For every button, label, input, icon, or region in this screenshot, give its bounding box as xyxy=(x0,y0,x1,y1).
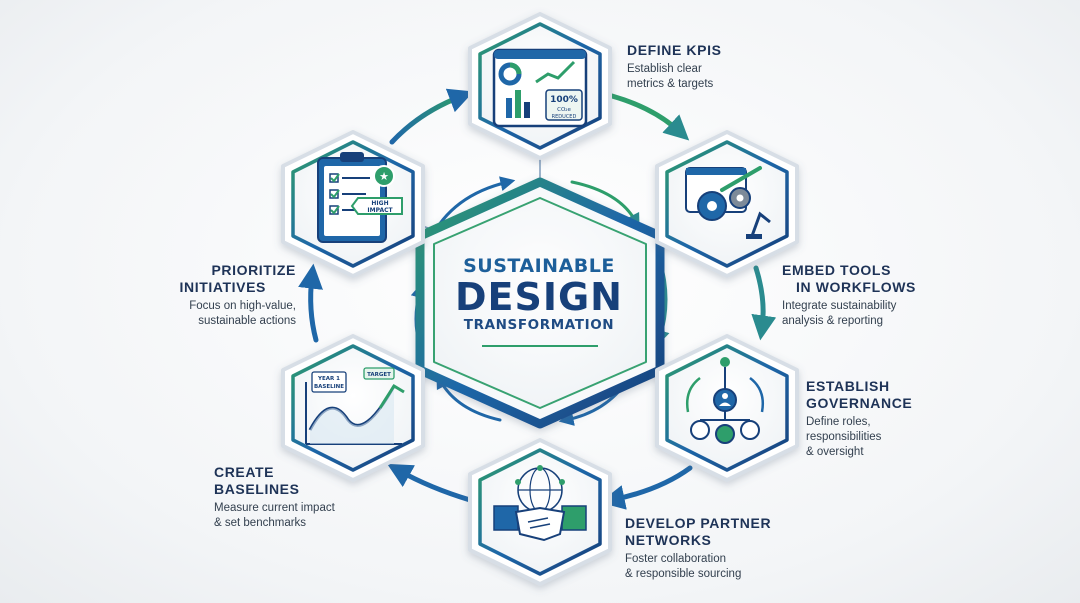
kpi-icon-reduced: REDUCED xyxy=(552,114,577,120)
step-desc: Measure current impact & set benchmarks xyxy=(214,502,335,529)
hub-title-line1: SUSTAINABLE xyxy=(463,255,615,277)
hub-title: SUSTAINABLE DESIGN TRANSFORMATION xyxy=(435,255,643,333)
svg-text:★: ★ xyxy=(379,170,389,183)
step-title-line2: BASELINES xyxy=(214,481,300,497)
handshake-network-icon xyxy=(493,465,587,542)
kpi-dashboard-icon: 100% CO₂e REDUCED xyxy=(492,48,588,128)
step-title-line2: GOVERNANCE xyxy=(806,395,913,411)
baseline-icon-year: YEAR 1 xyxy=(317,376,340,382)
baseline-icon-target: TARGET xyxy=(367,372,391,378)
step-title-line1: DEVELOP PARTNER xyxy=(625,515,772,531)
baseline-chart-icon: YEAR 1 BASELINE TARGET xyxy=(305,367,405,445)
hub-title-line3: TRANSFORMATION xyxy=(463,317,615,333)
baseline-icon-baseline: BASELINE xyxy=(314,384,344,390)
label-develop-partner-networks: DEVELOP PARTNER NETWORKS Foster collabor… xyxy=(625,515,771,582)
central-hub xyxy=(415,177,665,429)
step-title: DEFINE KPIs xyxy=(627,42,722,58)
priority-icon-high: HIGH xyxy=(371,200,388,207)
label-prioritize-initiatives: PRIORITIZE INITIATIVES Focus on high-val… xyxy=(150,262,296,329)
arrow-prioritize-to-kpis xyxy=(389,88,474,145)
org-chart-icon xyxy=(686,357,764,444)
step-desc: Establish clear metrics & targets xyxy=(627,63,714,90)
step-title-line1: EMBED TOOLS xyxy=(782,262,892,278)
gears-workflow-icon xyxy=(685,166,771,239)
step-title-line1: ESTABLISH xyxy=(806,378,890,394)
hex-create-baselines[interactable] xyxy=(281,334,425,482)
hub-title-line2: DESIGN xyxy=(454,275,623,319)
priority-icon-impact: IMPACT xyxy=(367,207,393,214)
step-desc: Foster collaboration & responsible sourc… xyxy=(625,553,742,580)
step-title-line2: INITIATIVES xyxy=(179,279,266,295)
step-desc: Focus on high-value, sustainable actions xyxy=(189,300,296,327)
outer-cycle-arrows xyxy=(298,88,777,510)
arrow-partner-to-baselines xyxy=(387,463,473,503)
arrow-governance-to-partner xyxy=(599,465,693,510)
label-establish-governance: ESTABLISH GOVERNANCE Define roles, respo… xyxy=(806,378,912,460)
kpi-icon-percent: 100% xyxy=(550,95,578,105)
step-desc: Integrate sustainability analysis & repo… xyxy=(782,300,897,327)
label-create-baselines: CREATE BASELINES Measure current impact … xyxy=(214,464,335,531)
step-title-line1: PRIORITIZE xyxy=(211,262,296,278)
arrow-baselines-to-prioritize xyxy=(298,263,323,343)
arrow-kpis-to-embed xyxy=(609,93,690,141)
label-define-kpis: DEFINE KPIs Establish clear metrics & ta… xyxy=(627,42,722,92)
label-embed-tools: EMBED TOOLS IN WORKFLOWS Integrate susta… xyxy=(782,262,916,329)
step-title-line2: NETWORKS xyxy=(625,532,712,548)
arrow-embed-to-governance xyxy=(751,265,777,341)
step-title-line1: CREATE xyxy=(214,464,275,480)
step-title-line2: IN WORKFLOWS xyxy=(796,279,916,295)
kpi-icon-co2: CO₂e xyxy=(557,107,571,113)
step-desc: Define roles, responsibilities & oversig… xyxy=(806,416,882,458)
clipboard-checklist-icon: ★ HIGH IMPACT xyxy=(317,152,403,243)
